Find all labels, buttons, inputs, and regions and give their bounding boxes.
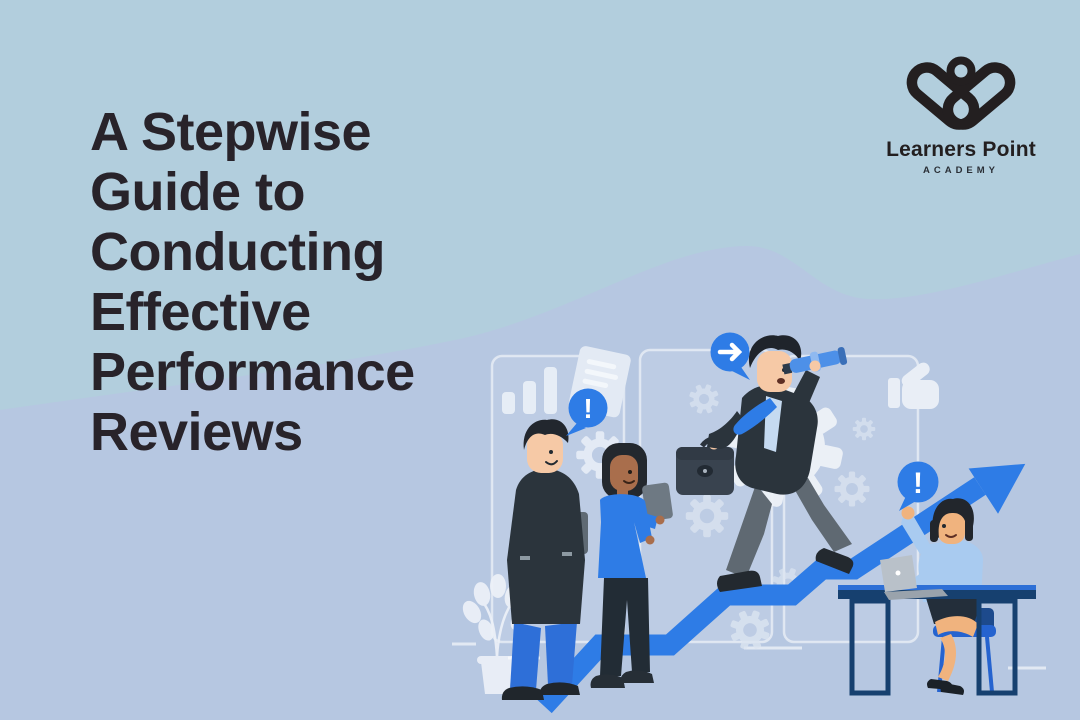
briefcase-icon: [676, 436, 734, 495]
thumbs-up-icon: [888, 362, 939, 409]
person-standing-man: [501, 419, 588, 700]
tablet-icon: [642, 482, 673, 522]
person-telescope-man: [676, 335, 854, 592]
speech-bubble-exclamation-icon-2: !: [897, 461, 939, 511]
title-line: Reviews: [90, 402, 303, 462]
laptop-icon: [880, 555, 948, 600]
brand-subtitle: ACADEMY: [922, 165, 1000, 176]
speech-bubble-arrow-icon: [710, 332, 750, 380]
title-line: Guide to: [90, 162, 305, 222]
page-title: A Stepwise Guide to Conducting Effective…: [90, 102, 415, 462]
arrow-glyph: [717, 342, 743, 362]
title-line: Effective: [90, 282, 311, 342]
bar-chart-icon: [502, 367, 557, 414]
person-tablet-woman: [590, 443, 673, 688]
exclamation-glyph: !: [913, 467, 923, 500]
learners-point-mark: [906, 56, 1016, 130]
title-line: Performance: [90, 342, 415, 402]
title-line: A Stepwise: [90, 102, 372, 162]
brand-logo: Learners Point ACADEMY: [886, 56, 1036, 176]
brand-name: Learners Point: [886, 138, 1036, 161]
speech-bubble-exclamation-icon: !: [566, 388, 608, 436]
background-wave: [0, 0, 1080, 410]
title-line: Conducting: [90, 222, 385, 282]
detail-dashes: [452, 642, 1046, 670]
exclamation-glyph: !: [583, 393, 592, 424]
